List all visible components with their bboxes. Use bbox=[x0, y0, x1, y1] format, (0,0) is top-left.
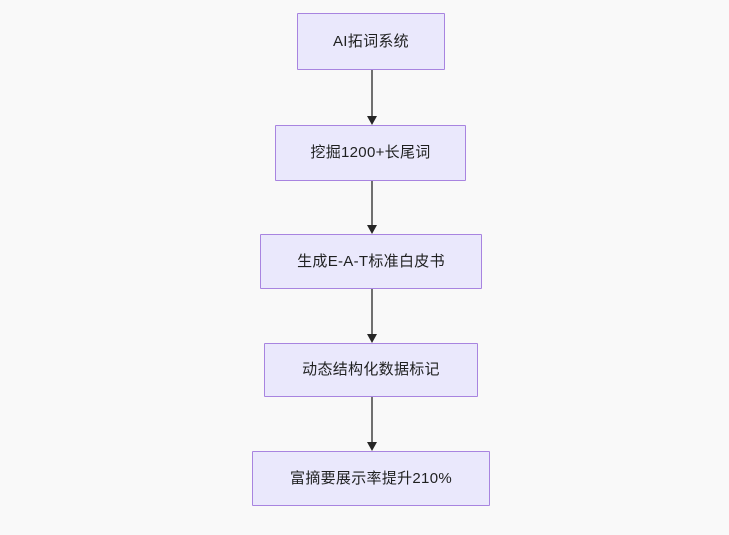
flow-node-generate-eat-whitepaper[interactable]: 生成E-A-T标准白皮书 bbox=[260, 234, 482, 289]
edge-line bbox=[371, 70, 373, 118]
arrowhead-icon bbox=[367, 225, 377, 234]
flow-node-label: 动态结构化数据标记 bbox=[302, 361, 440, 378]
flow-node-label: 富摘要展示率提升210% bbox=[290, 469, 452, 487]
flow-node-rich-snippet-impression-uplift[interactable]: 富摘要展示率提升210% bbox=[252, 451, 490, 506]
edge-line bbox=[371, 289, 373, 336]
edge-line bbox=[371, 397, 373, 444]
flow-node-mine-longtail-keywords[interactable]: 挖掘1200+长尾词 bbox=[275, 125, 466, 181]
flow-node-dynamic-structured-data-markup[interactable]: 动态结构化数据标记 bbox=[264, 343, 478, 397]
flow-node-ai-keyword-system[interactable]: AI拓词系统 bbox=[297, 13, 445, 70]
arrowhead-icon bbox=[367, 334, 377, 343]
arrowhead-icon bbox=[367, 442, 377, 451]
flow-node-label: AI拓词系统 bbox=[333, 32, 409, 50]
arrowhead-icon bbox=[367, 116, 377, 125]
flow-node-label: 生成E-A-T标准白皮书 bbox=[297, 252, 445, 270]
flow-node-label: 挖掘1200+长尾词 bbox=[310, 144, 431, 161]
edge-line bbox=[371, 181, 373, 227]
